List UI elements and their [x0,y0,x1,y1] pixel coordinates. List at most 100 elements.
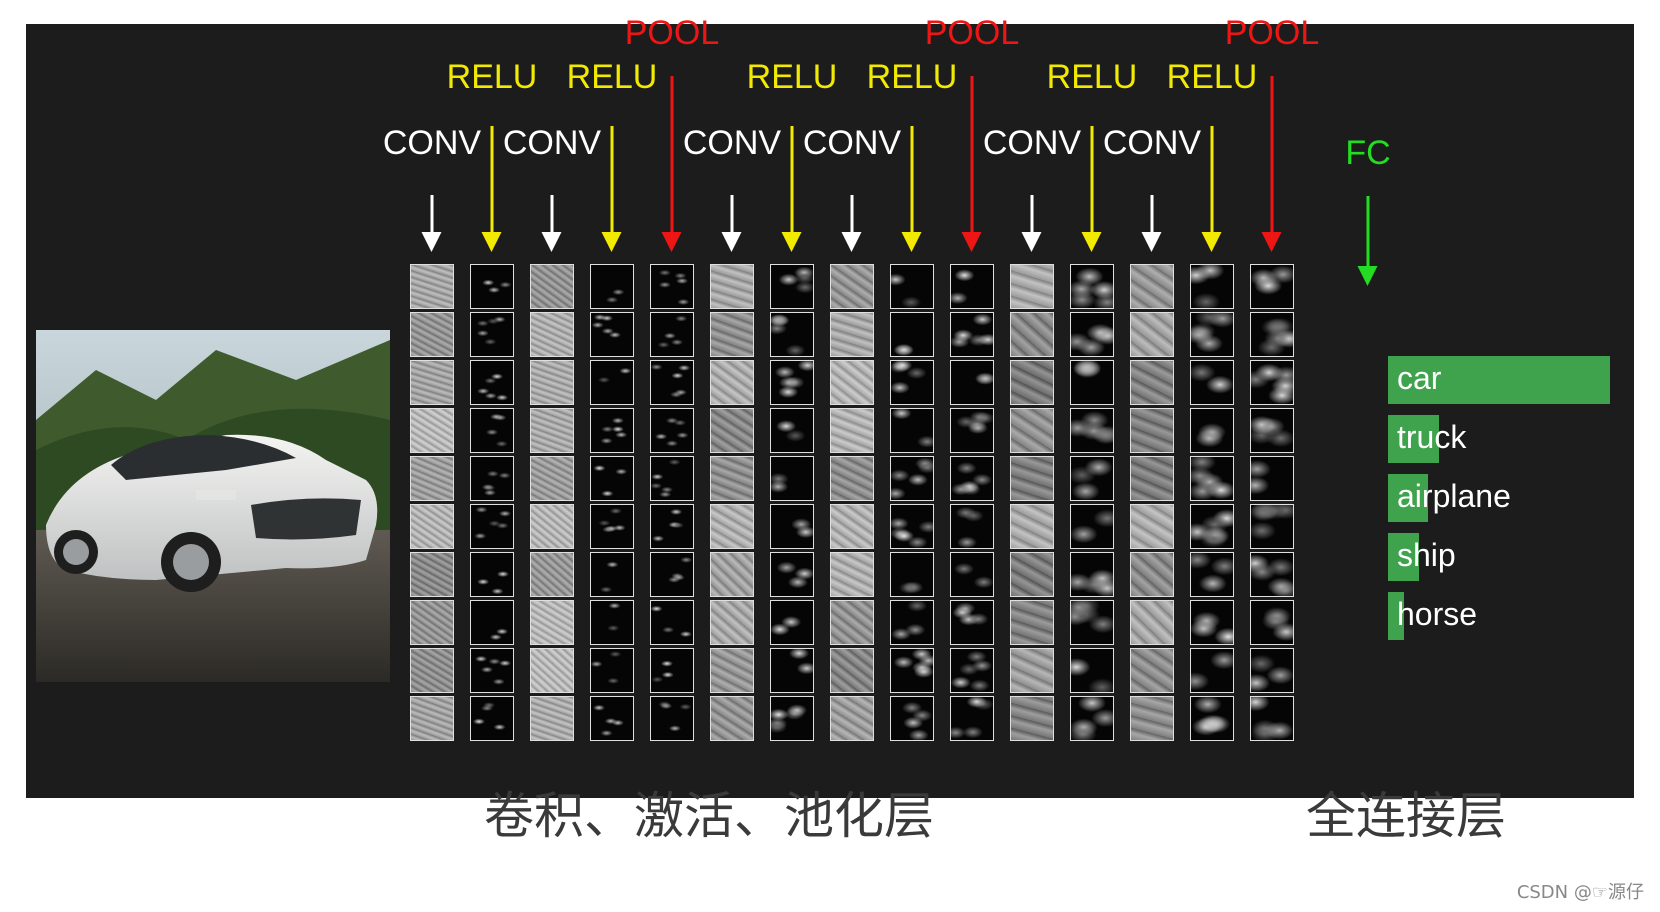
class-label-truck: truck [1397,419,1467,455]
feature-map [590,600,634,645]
feature-map [530,408,574,453]
feature-map [470,456,514,501]
feature-map [530,456,574,501]
feature-map [590,264,634,309]
feature-map [1250,312,1294,357]
layer-label-relu-12: RELU [1046,58,1138,96]
feature-map [1250,648,1294,693]
feature-map [470,504,514,549]
feature-map [950,696,994,741]
feature-map [1010,312,1054,357]
class-label-horse: horse [1397,596,1478,632]
feature-map [470,408,514,453]
feature-map [530,360,574,405]
feature-map [410,648,454,693]
layer-label-relu-2: RELU [446,58,538,96]
feature-map [1190,552,1234,597]
feature-map [1130,648,1174,693]
feature-map [530,312,574,357]
class-score-bar-car [1388,356,1610,404]
feature-map [650,696,694,741]
class-label-ship: ship [1397,537,1456,573]
feature-map [1070,408,1114,453]
feature-map [770,696,814,741]
feature-map [470,648,514,693]
feature-map [590,696,634,741]
feature-map [590,552,634,597]
feature-map [710,312,754,357]
layer-label-pool-10: POOL [924,14,1020,52]
layer-label-relu-9: RELU [866,58,958,96]
feature-map [830,696,874,741]
feature-map [590,648,634,693]
feature-map [890,408,934,453]
caption-conv-relu-pool: 卷积、激活、池化层 [484,787,934,845]
feature-map [830,456,874,501]
feature-map [830,552,874,597]
feature-map [950,264,994,309]
feature-map [950,456,994,501]
feature-map [1070,648,1114,693]
feature-map [830,648,874,693]
feature-map [770,408,814,453]
feature-map [770,648,814,693]
feature-map [410,408,454,453]
feature-map [830,600,874,645]
feature-map [1010,408,1054,453]
feature-map [1250,264,1294,309]
feature-map [1010,696,1054,741]
feature-map [470,360,514,405]
feature-map [530,552,574,597]
feature-map [410,360,454,405]
feature-map [590,360,634,405]
feature-map [410,456,454,501]
feature-map [710,360,754,405]
feature-map [1070,600,1114,645]
feature-map [650,504,694,549]
feature-map [590,456,634,501]
feature-map [1130,264,1174,309]
feature-map [710,504,754,549]
layer-label-relu-7: RELU [746,58,838,96]
feature-map [1130,456,1174,501]
feature-map [470,312,514,357]
feature-map [830,504,874,549]
feature-map [1010,600,1054,645]
layer-label-pool-15: POOL [1224,14,1320,52]
feature-map [470,264,514,309]
feature-map [650,456,694,501]
feature-map [1010,456,1054,501]
feature-map [890,600,934,645]
feature-map [770,600,814,645]
feature-map [770,264,814,309]
feature-map [1130,600,1174,645]
layer-label-conv-3: CONV [502,124,602,162]
feature-map [710,600,754,645]
feature-map [1070,696,1114,741]
feature-map [1190,600,1234,645]
feature-map [1010,648,1054,693]
feature-map [1250,600,1294,645]
feature-map [1070,504,1114,549]
layer-label-relu-14: RELU [1166,58,1258,96]
feature-map [1010,360,1054,405]
layer-label-conv-6: CONV [682,124,782,162]
feature-map [950,600,994,645]
class-score-bar-truck [1388,415,1439,463]
feature-map [890,552,934,597]
feature-map [410,696,454,741]
feature-map [1130,552,1174,597]
feature-map [1190,504,1234,549]
feature-map [470,696,514,741]
feature-map [1130,408,1174,453]
feature-map [1070,312,1114,357]
feature-map [1130,312,1174,357]
feature-map [890,696,934,741]
feature-map [890,264,934,309]
feature-map [1070,360,1114,405]
feature-map [1190,312,1234,357]
feature-map [410,552,454,597]
feature-map [1070,456,1114,501]
feature-map [1010,552,1054,597]
feature-map [410,504,454,549]
